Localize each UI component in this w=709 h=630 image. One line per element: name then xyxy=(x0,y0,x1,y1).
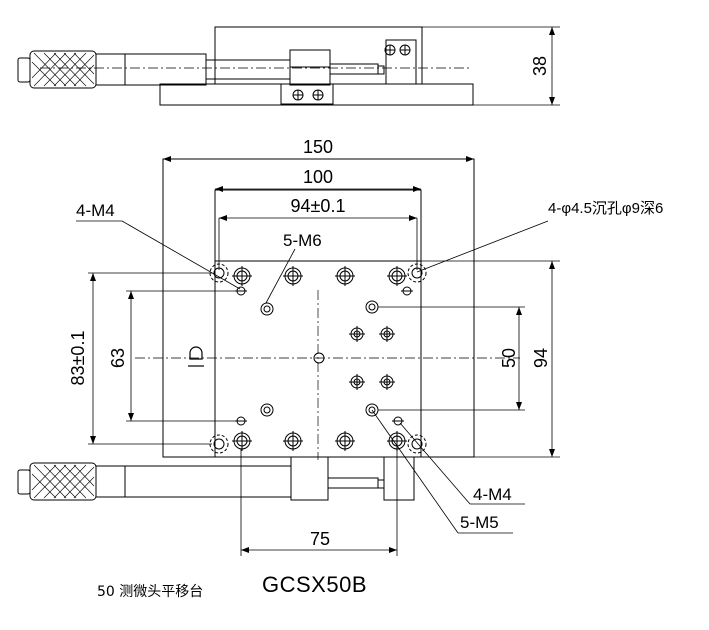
m6-hole xyxy=(335,266,355,286)
m6-hole xyxy=(335,431,355,451)
side-knurl xyxy=(31,52,95,87)
callout-5-m5: 5-M5 xyxy=(460,513,499,532)
bottom-knurl xyxy=(31,464,95,499)
m6-hole xyxy=(387,266,407,286)
m5-hole xyxy=(260,302,274,316)
callout-4-m4-bottom: 4-M4 xyxy=(473,485,512,504)
m4-hole xyxy=(392,416,404,426)
dim-label-38: 38 xyxy=(530,56,550,76)
lock-screw-icon xyxy=(188,346,204,367)
callout-counterbore: 4-φ4.5沉孔φ9深6 xyxy=(548,200,663,217)
dim-label-83-tolerance: 83±0.1 xyxy=(68,331,88,386)
m6-holes xyxy=(232,266,407,451)
m4-hole xyxy=(235,286,247,296)
m4-hole xyxy=(401,286,413,296)
counterbore-hole xyxy=(209,434,229,454)
m4-holes xyxy=(235,286,413,426)
m5-hole xyxy=(349,374,365,390)
bottom-micrometer xyxy=(17,456,415,501)
m6-hole xyxy=(283,431,303,451)
dim-label-150: 150 xyxy=(303,137,333,157)
dim-label-94: 94 xyxy=(531,348,551,368)
center-hole xyxy=(313,352,325,364)
callout-5-m6: 5-M6 xyxy=(283,231,322,250)
dim-label-94-tolerance: 94±0.1 xyxy=(291,196,346,216)
m5-hole xyxy=(260,403,274,417)
counterbore-hole xyxy=(407,434,427,454)
m5-hole xyxy=(379,326,395,342)
m6-hole xyxy=(232,431,252,451)
m5-hole xyxy=(379,374,395,390)
dim-label-63: 63 xyxy=(108,348,128,368)
caption-model: GCSX50B xyxy=(262,572,367,597)
side-screw-holes xyxy=(292,44,411,101)
dim-height-side xyxy=(422,26,560,106)
dimension-lines xyxy=(76,158,560,556)
callout-4-m4-top: 4-M4 xyxy=(76,201,115,220)
side-view xyxy=(17,26,474,106)
dim-label-50: 50 xyxy=(499,348,519,368)
dim-label-75: 75 xyxy=(310,529,330,549)
m6-hole xyxy=(283,266,303,286)
centerlines xyxy=(135,290,520,460)
dim-label-100: 100 xyxy=(303,167,333,187)
m6-hole xyxy=(232,266,252,286)
m6-hole xyxy=(387,431,407,451)
m5-holes xyxy=(260,300,395,417)
m5-hole xyxy=(365,300,379,314)
arrowheads xyxy=(90,27,555,553)
m5-hole xyxy=(349,326,365,342)
caption-description: 50 测微头平移台 xyxy=(97,584,204,600)
m4-hole xyxy=(235,416,247,426)
